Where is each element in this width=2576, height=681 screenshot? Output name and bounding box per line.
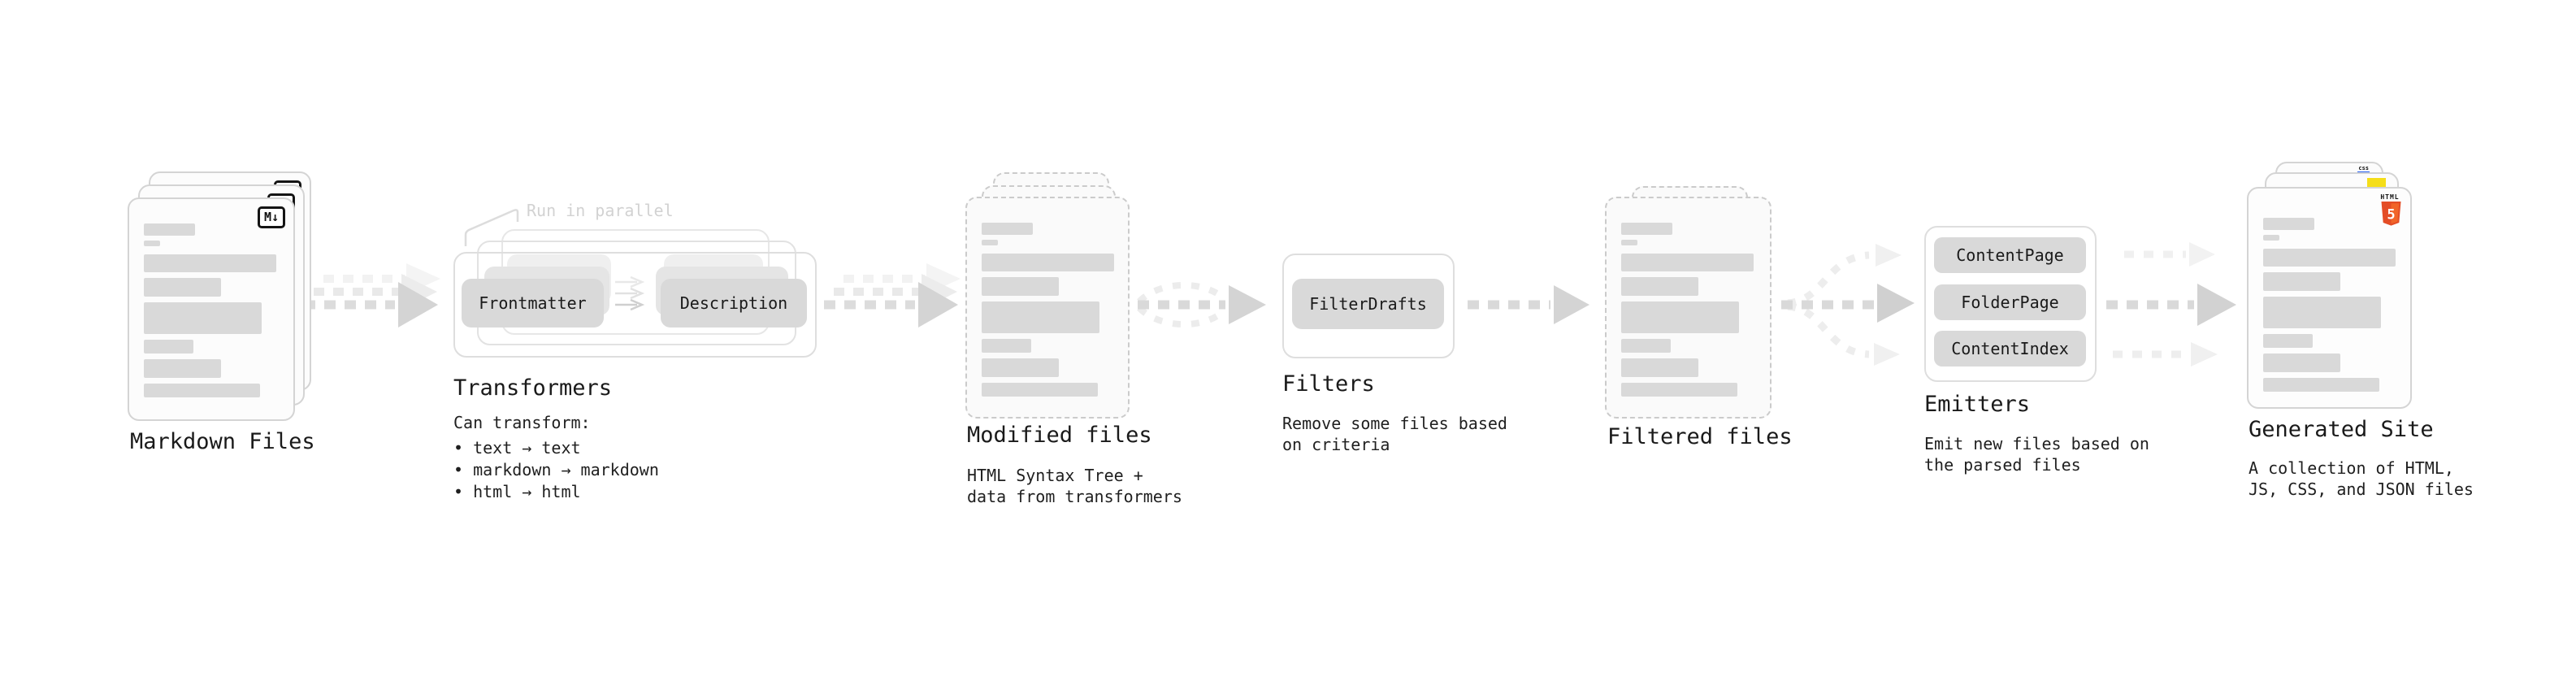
filtered-file-card-front	[1605, 197, 1772, 419]
transformers-intro: Can transform:	[453, 413, 591, 432]
callout-leader-line	[464, 209, 519, 246]
html5-icon: HTML 5	[2378, 193, 2402, 228]
parallel-mini-arrows	[615, 275, 645, 311]
stage-title-modified-files: Modified files	[967, 423, 1152, 448]
skeleton-bar	[2263, 218, 2314, 230]
skeleton-bar	[982, 339, 1031, 353]
html5-icon-word: HTML	[2380, 193, 2400, 201]
arrow-filters-to-filtered	[1468, 285, 1589, 324]
skeleton-bar	[982, 358, 1059, 377]
arrow-emitters-to-generated	[2106, 242, 2236, 367]
stage-title-generated-site: Generated Site	[2249, 417, 2434, 442]
folderpage-pill: FolderPage	[1934, 284, 2086, 320]
stage-title-transformers: Transformers	[453, 375, 613, 401]
skeleton-bar	[2263, 297, 2381, 328]
skeleton-bar	[144, 241, 160, 246]
bullet-item: • html → html	[453, 482, 581, 501]
arrow-filtered-to-emitters	[1781, 244, 1915, 366]
description-line: A collection of HTML,	[2249, 458, 2454, 478]
description-line: the parsed files	[1924, 455, 2081, 475]
skeleton-bar	[1621, 301, 1739, 333]
bullet-item: • markdown → markdown	[453, 460, 659, 479]
skeleton-bar	[1621, 358, 1698, 377]
bullet-item: • text → text	[453, 438, 581, 458]
skeleton-bar	[144, 278, 221, 297]
skeleton-bar	[1621, 223, 1672, 235]
skeleton-bar	[982, 240, 998, 245]
file-content-skeleton	[1621, 223, 1759, 409]
skeleton-bar	[2263, 334, 2313, 348]
description-pill: Description	[661, 279, 807, 327]
contentindex-pill: ContentIndex	[1934, 331, 2086, 367]
description-line: Remove some files based	[1282, 414, 1507, 433]
modified-file-card-front	[965, 197, 1130, 419]
stage-title-filters: Filters	[1282, 371, 1375, 397]
file-content-skeleton	[2263, 218, 2399, 399]
skeleton-bar	[144, 340, 193, 354]
description-line: data from transformers	[967, 487, 1182, 506]
file-content-skeleton	[144, 223, 282, 411]
description-line: JS, CSS, and JSON files	[2249, 479, 2474, 499]
generated-html-file-card: HTML 5	[2247, 187, 2412, 409]
transformers-bullet-list: • text → text • markdown → markdown • ht…	[453, 437, 659, 503]
skeleton-bar	[982, 254, 1114, 271]
skeleton-bar	[2263, 378, 2379, 392]
arrow-modified-to-filters	[1137, 282, 1266, 327]
skeleton-bar	[1621, 240, 1637, 245]
emitters-description: Emit new files based on the parsed files	[1924, 433, 2149, 475]
skeleton-bar	[2263, 249, 2396, 267]
description-line: HTML Syntax Tree +	[967, 466, 1143, 485]
filters-description: Remove some files based on criteria	[1282, 413, 1507, 455]
skeleton-bar	[2263, 235, 2279, 241]
skeleton-bar	[144, 254, 276, 272]
frontmatter-pill: Frontmatter	[462, 279, 604, 327]
transformers-description: Can transform: • text → text • markdown …	[453, 412, 659, 503]
js-icon	[2367, 178, 2386, 189]
skeleton-bar	[2263, 354, 2340, 372]
description-line: on criteria	[1282, 435, 1390, 454]
skeleton-bar	[982, 277, 1059, 296]
emitters-box	[1924, 226, 2097, 382]
skeleton-bar	[982, 383, 1098, 397]
svg-text:5: 5	[2387, 207, 2395, 223]
markdown-file-card-front: M↓	[128, 197, 295, 421]
modified-files-description: HTML Syntax Tree + data from transformer…	[967, 465, 1182, 507]
markdown-icon: M↓	[257, 206, 285, 228]
stage-title-markdown-files: Markdown Files	[130, 429, 315, 454]
run-in-parallel-callout: Run in parallel	[527, 201, 674, 220]
description-line: Emit new files based on	[1924, 434, 2149, 453]
skeleton-bar	[144, 223, 195, 236]
filterdrafts-pill: FilterDrafts	[1292, 279, 1444, 329]
transformer-box-front	[453, 252, 817, 358]
contentpage-pill: ContentPage	[1934, 237, 2086, 273]
stage-title-emitters: Emitters	[1924, 392, 2031, 417]
generated-site-description: A collection of HTML, JS, CSS, and JSON …	[2249, 458, 2474, 500]
stage-title-filtered-files: Filtered files	[1607, 424, 1793, 449]
skeleton-bar	[144, 302, 262, 334]
file-content-skeleton	[982, 223, 1117, 409]
skeleton-bar	[1621, 339, 1671, 353]
arrow-transformers-to-modified	[824, 263, 961, 327]
skeleton-bar	[1621, 383, 1737, 397]
arrow-markdown-to-transformers	[304, 263, 440, 327]
skeleton-bar	[1621, 254, 1754, 271]
skeleton-bar	[1621, 277, 1698, 296]
skeleton-bar	[982, 223, 1033, 235]
skeleton-bar	[982, 301, 1099, 333]
skeleton-bar	[144, 384, 260, 397]
filters-box	[1282, 254, 1455, 358]
skeleton-bar	[2263, 272, 2340, 291]
skeleton-bar	[144, 359, 221, 378]
